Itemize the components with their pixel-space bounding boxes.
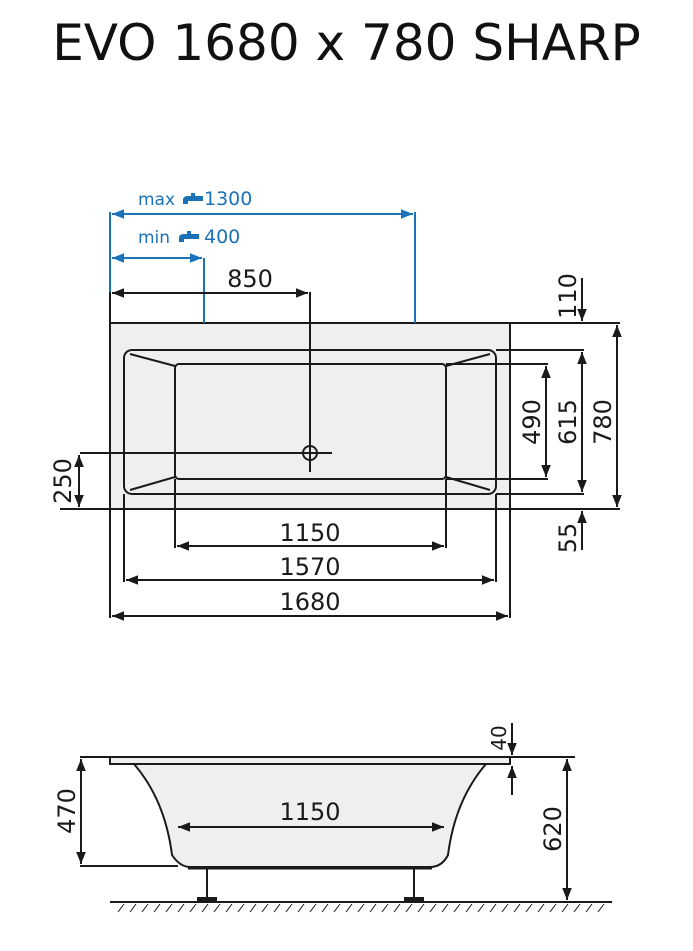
tap-icon [183, 193, 203, 204]
dim-inner-bottom-length: 1150 [279, 519, 340, 547]
tap-min-value: 400 [204, 226, 240, 248]
dim-side-bottom-length: 1150 [279, 798, 340, 826]
side-rim [109, 756, 511, 765]
dim-inner-length: 1570 [279, 553, 340, 581]
dim-drain-x: 850 [227, 265, 273, 293]
dim-bottom-margin: 55 [554, 523, 582, 554]
side-view: 470 1150 40 620 [53, 723, 612, 913]
dim-outer-width: 780 [589, 399, 617, 445]
dim-inner-bottom-width: 490 [518, 399, 546, 445]
tap-dimensions: max 1300 min 400 [109, 188, 416, 323]
drain-icon [80, 292, 332, 472]
top-view: max 1300 min 400 850 250 110 [49, 188, 622, 621]
dim-total-height: 620 [539, 806, 567, 852]
tap-min-label: min [138, 228, 170, 248]
dim-drain-y: 250 [49, 458, 77, 504]
tap-max-value: 1300 [204, 188, 252, 210]
dim-outer-length: 1680 [279, 588, 340, 616]
tap-max-label: max [138, 190, 175, 210]
dim-depth: 470 [53, 788, 81, 834]
dim-top-margin: 110 [554, 273, 582, 319]
dim-rim-thickness: 40 [487, 725, 511, 750]
dim-inner-width: 615 [554, 399, 582, 445]
page-title: EVO 1680 x 780 SHARP [52, 14, 641, 72]
tap-icon [179, 231, 199, 242]
